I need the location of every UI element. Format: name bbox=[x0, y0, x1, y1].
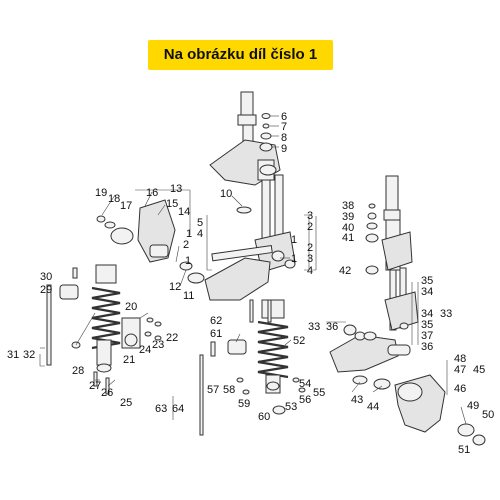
callout-6: 6 bbox=[281, 111, 287, 123]
callout-13: 13 bbox=[170, 183, 182, 195]
nut-stack-6-9 bbox=[259, 113, 273, 152]
callout-58: 58 bbox=[223, 384, 235, 396]
callout-46: 46 bbox=[454, 383, 466, 395]
callout-12: 12 bbox=[169, 281, 181, 293]
callout-numbers: 6 7 8 9 10 13 19 18 17 16 15 14 5 4 1 1 … bbox=[7, 111, 494, 456]
wheel-hub-right bbox=[352, 374, 486, 446]
callout-32: 32 bbox=[23, 349, 35, 361]
callout-17: 17 bbox=[120, 200, 132, 212]
callout-51: 51 bbox=[458, 444, 470, 456]
callout-36-a: 36 bbox=[326, 321, 338, 333]
callout-40: 40 bbox=[342, 222, 354, 234]
callout-34-b: 34 bbox=[421, 308, 433, 320]
callout-8: 8 bbox=[281, 132, 287, 144]
callout-4-a: 4 bbox=[197, 228, 203, 240]
callout-10: 10 bbox=[220, 188, 232, 200]
callout-2-c: 2 bbox=[183, 239, 189, 251]
swing-arm-right bbox=[329, 322, 411, 373]
callout-1-b: 1 bbox=[185, 255, 191, 267]
callout-63: 63 bbox=[155, 403, 167, 415]
callout-21: 21 bbox=[123, 354, 135, 366]
callout-55: 55 bbox=[313, 387, 325, 399]
banner-text: Na obrázku díl číslo 1 bbox=[163, 46, 318, 63]
callout-59: 59 bbox=[238, 398, 250, 410]
callout-54: 54 bbox=[299, 378, 311, 390]
callout-49: 49 bbox=[467, 400, 479, 412]
callout-33-b: 33 bbox=[440, 308, 452, 320]
callout-25: 25 bbox=[120, 397, 132, 409]
bolt-group-22-24 bbox=[144, 317, 162, 341]
shock-absorber-left bbox=[46, 264, 141, 395]
callout-30: 30 bbox=[40, 271, 52, 283]
callout-20: 20 bbox=[125, 301, 137, 313]
callout-36-b: 36 bbox=[421, 341, 433, 353]
callout-29: 29 bbox=[40, 284, 52, 296]
callout-50: 50 bbox=[482, 409, 494, 421]
callout-4-b: 4 bbox=[307, 265, 313, 277]
callout-37: 37 bbox=[421, 330, 433, 342]
callout-24: 24 bbox=[139, 344, 151, 356]
callout-41: 41 bbox=[342, 232, 354, 244]
callout-2-b: 2 bbox=[307, 242, 313, 254]
callout-56: 56 bbox=[299, 394, 311, 406]
callout-48: 48 bbox=[454, 353, 466, 365]
callout-9: 9 bbox=[281, 143, 287, 155]
callout-35-a: 35 bbox=[421, 275, 433, 287]
callout-38: 38 bbox=[342, 200, 354, 212]
callout-14: 14 bbox=[178, 206, 190, 218]
callout-33-a: 33 bbox=[308, 321, 320, 333]
callout-2-a: 2 bbox=[307, 221, 313, 233]
callout-27: 27 bbox=[89, 380, 101, 392]
callout-18: 18 bbox=[108, 193, 120, 205]
callout-61: 61 bbox=[210, 328, 222, 340]
callout-11: 11 bbox=[183, 290, 194, 302]
callout-47: 47 bbox=[454, 364, 466, 376]
callout-7: 7 bbox=[281, 121, 287, 133]
callout-44: 44 bbox=[367, 401, 379, 413]
callout-16: 16 bbox=[146, 187, 158, 199]
callout-57: 57 bbox=[207, 384, 219, 396]
callout-26: 26 bbox=[101, 387, 113, 399]
steering-column-right bbox=[365, 175, 419, 331]
callout-15: 15 bbox=[166, 198, 178, 210]
callout-19: 19 bbox=[95, 187, 107, 199]
callout-35-b: 35 bbox=[421, 319, 433, 331]
title-banner: Na obrázku díl číslo 1 bbox=[148, 40, 333, 70]
shock-absorber-centre bbox=[199, 299, 306, 436]
callout-3-b: 3 bbox=[307, 253, 313, 265]
callout-64-a: 64 bbox=[172, 403, 184, 415]
callout-28: 28 bbox=[72, 365, 84, 377]
callout-45: 45 bbox=[473, 364, 485, 376]
callout-1-c: 1 bbox=[291, 234, 297, 246]
callout-42: 42 bbox=[339, 265, 351, 277]
callout-62: 62 bbox=[210, 315, 222, 327]
leader-lines bbox=[75, 115, 467, 425]
callout-43: 43 bbox=[351, 394, 363, 406]
callout-3-a: 3 bbox=[307, 210, 313, 222]
callout-brackets bbox=[39, 189, 448, 420]
swing-arm-link bbox=[187, 245, 296, 301]
callout-1-d: 1 bbox=[291, 253, 297, 265]
bracket-assembly-left bbox=[96, 199, 193, 271]
callout-34-a: 34 bbox=[421, 286, 433, 298]
callout-60: 60 bbox=[258, 411, 270, 423]
callout-53: 53 bbox=[285, 401, 297, 413]
callout-1-a: 1 bbox=[186, 228, 192, 240]
callout-23: 23 bbox=[152, 339, 164, 351]
callout-52: 52 bbox=[293, 335, 305, 347]
callout-22: 22 bbox=[166, 332, 178, 344]
callout-39: 39 bbox=[342, 211, 354, 223]
callout-31: 31 bbox=[7, 349, 19, 361]
callout-5: 5 bbox=[197, 217, 203, 229]
